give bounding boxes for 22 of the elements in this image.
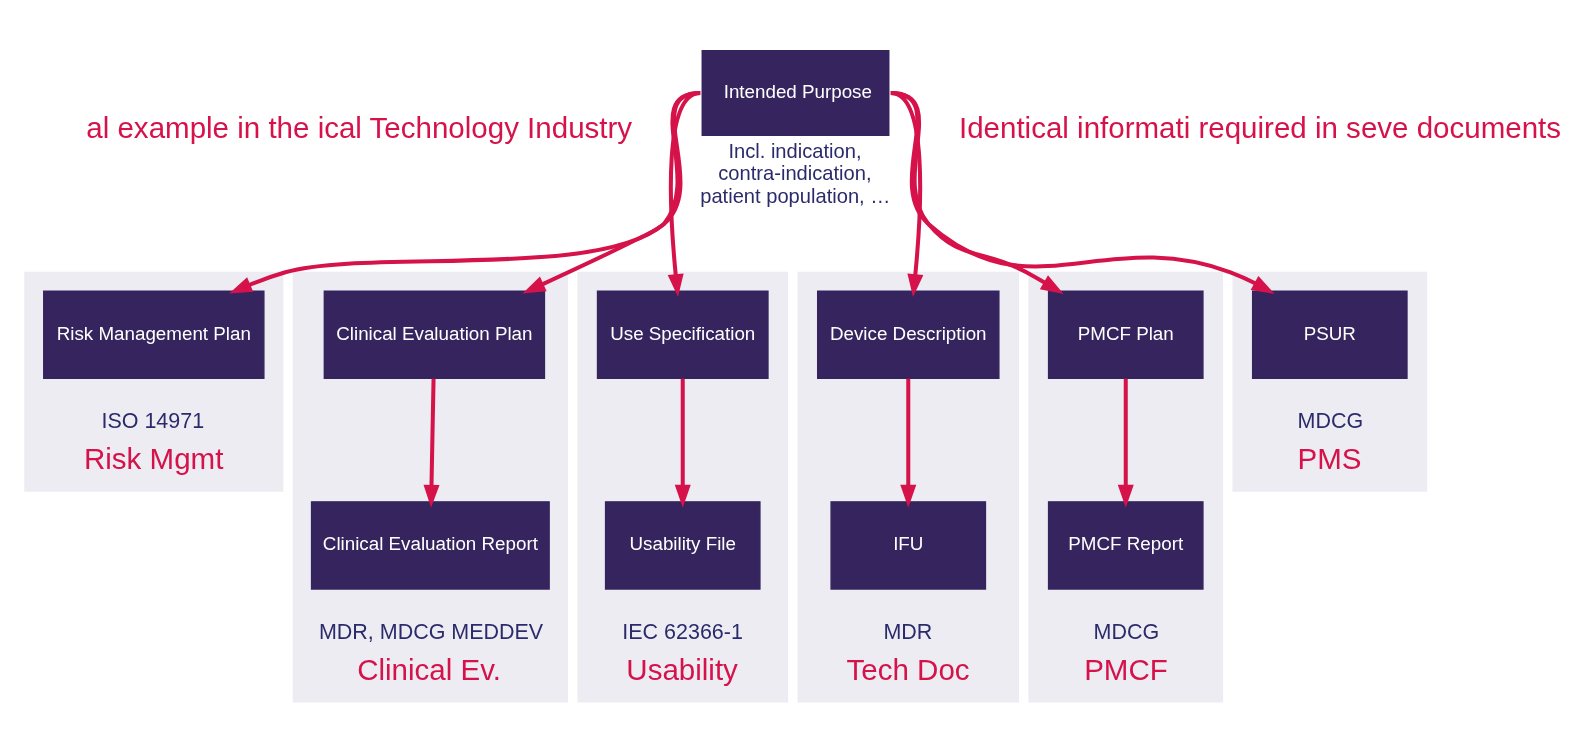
node-box: PMCF Plan — [1047, 290, 1204, 380]
node-box: Risk Management Plan — [43, 290, 265, 380]
node-box: Clinical Evaluation Report — [310, 501, 550, 590]
arrow — [900, 378, 917, 508]
arrow — [674, 378, 691, 508]
arrow — [522, 91, 701, 294]
arrow — [229, 91, 701, 294]
node-box: Clinical Evaluation Plan — [323, 290, 546, 380]
node-label: Incl. indication, contra-indication, patient population, … — [700, 139, 891, 208]
node-box: Intended Purpose — [701, 50, 890, 137]
arrow — [1117, 378, 1134, 508]
node-box: Use Specification — [596, 290, 769, 380]
node-box: Device Description — [817, 290, 1000, 380]
label: al example in the ical Technology Industry — [86, 111, 633, 145]
arrow — [890, 91, 1275, 294]
arrow — [423, 378, 440, 508]
node-box: Usability File — [604, 501, 761, 590]
label: Identical informati required in seve documents — [958, 111, 1562, 145]
arrow — [667, 91, 701, 298]
node-box: PSUR — [1251, 290, 1408, 380]
node-box: IFU — [830, 501, 987, 590]
node-box: PMCF Report — [1047, 501, 1204, 590]
